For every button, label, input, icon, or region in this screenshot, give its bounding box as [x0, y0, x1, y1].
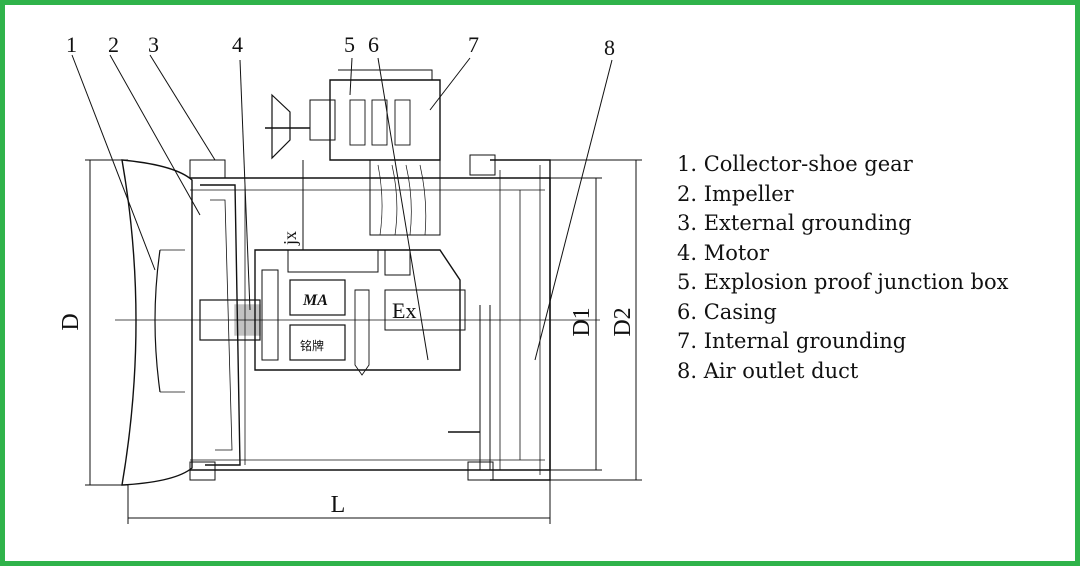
callout-1: 1 — [66, 32, 77, 57]
ma-plate — [289, 279, 346, 316]
cable-gland — [271, 93, 291, 160]
collector-bell — [121, 159, 193, 486]
legend-item: 8. Air outlet duct — [677, 358, 859, 383]
legend-item: 5. Explosion proof junction box — [677, 270, 1009, 294]
callout-8: 8 — [604, 35, 615, 60]
callout-6: 6 — [368, 32, 379, 57]
dimension-l-label: L — [331, 492, 346, 518]
ma-mark: MA — [302, 292, 328, 309]
legend-list: 1. Collector-shoe gear 2. Impeller 3. Ex… — [677, 150, 1009, 386]
legend-item: 3. External grounding — [677, 211, 912, 235]
nameplate-text: 铭牌 — [300, 338, 324, 353]
legend-item: 4. Motor — [677, 240, 769, 265]
dimension-d2-label: D2 — [610, 307, 636, 336]
junction-box — [329, 79, 441, 161]
legend-item: 2. Impeller — [677, 181, 794, 206]
callout-7: 7 — [468, 32, 479, 57]
legend-item: 7. Internal grounding — [677, 329, 907, 353]
ex-mark: Ex — [392, 298, 416, 323]
impeller — [200, 184, 241, 466]
nameplate — [289, 324, 346, 361]
dimension-d1-label: D1 — [569, 307, 595, 336]
callout-3: 3 — [148, 32, 159, 57]
callout-2: 2 — [108, 32, 119, 57]
motor-body — [254, 249, 461, 371]
callout-4: 4 — [232, 32, 243, 57]
legend-item: 1. Collector-shoe gear — [677, 152, 913, 176]
callout-5: 5 — [344, 32, 355, 57]
dimension-jx-label: jx — [280, 231, 300, 246]
legend-item: 6. Casing — [677, 299, 777, 324]
dimension-d-label: D — [58, 313, 84, 330]
